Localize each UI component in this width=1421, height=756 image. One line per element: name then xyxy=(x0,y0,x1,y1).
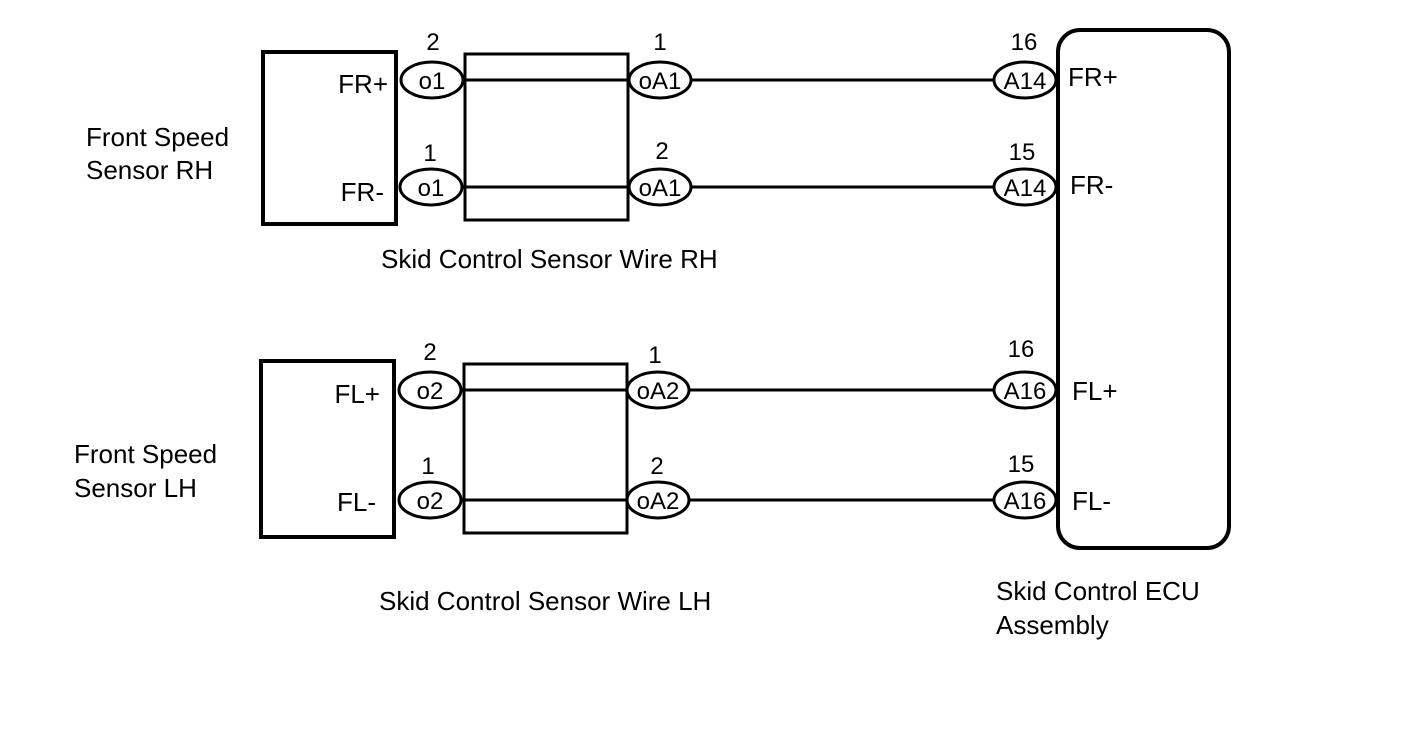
sensor-rh-label-line2: Sensor RH xyxy=(86,155,213,185)
ecu-label-line2: Assembly xyxy=(996,610,1109,640)
wire-pin-number: 1 xyxy=(653,29,666,56)
ecu-label-line1: Skid Control ECU xyxy=(996,576,1200,606)
sensor-wire-rh-label: Skid Control Sensor Wire RH xyxy=(381,244,718,274)
wire-connector-label: oA2 xyxy=(637,378,680,405)
sensor-connector-label: o1 xyxy=(419,68,446,95)
wire-connector-label: oA2 xyxy=(637,488,680,515)
wire-connector xyxy=(627,60,693,100)
sensor-connector-label: o2 xyxy=(417,488,444,515)
ecu-connector-label: A14 xyxy=(1004,175,1047,202)
ecu-connector-label: A16 xyxy=(1004,488,1047,515)
sensor-pin-number: 2 xyxy=(426,29,439,56)
wire-pin-number: 2 xyxy=(655,138,668,165)
ecu-connector xyxy=(992,60,1058,100)
ecu-terminal-label: FL- xyxy=(1072,486,1111,516)
sensor-wire-lh: Skid Control Sensor Wire LH xyxy=(379,362,711,616)
sensor-lh-box xyxy=(259,359,396,539)
sensor-rh-terminal-neg: FR- xyxy=(341,177,384,207)
ecu-connector xyxy=(992,370,1058,410)
sensor-pin-number: 1 xyxy=(421,453,434,480)
sensor-connector xyxy=(397,480,463,520)
sensor-wire-rh: Skid Control Sensor Wire RH xyxy=(381,52,718,274)
sensor-connector xyxy=(397,370,463,410)
ecu-terminal-label: FR- xyxy=(1070,170,1113,200)
wire-connector xyxy=(625,370,691,410)
ecu-connector-label: A16 xyxy=(1004,378,1047,405)
sensor-wire-lh-label: Skid Control Sensor Wire LH xyxy=(379,586,711,616)
wire-connector-label: oA1 xyxy=(639,175,682,202)
wire-connector-label: oA1 xyxy=(639,68,682,95)
circuit-fr-minus: o1 1 oA1 2 A14 15 FR- xyxy=(398,138,1113,207)
sensor-connector-label: o2 xyxy=(417,378,444,405)
sensor-lh-label-line1: Front Speed xyxy=(74,439,217,469)
sensor-rh-box xyxy=(261,50,398,226)
ecu-connector xyxy=(992,167,1058,207)
sensor-connector xyxy=(399,60,465,100)
sensor-rh-terminal-pos: FR+ xyxy=(338,69,388,99)
ecu-terminal-label: FR+ xyxy=(1068,62,1118,92)
sensor-connector-label: o1 xyxy=(418,175,445,202)
front-speed-sensor-lh: Front Speed Sensor LH FL+ FL- xyxy=(74,359,396,539)
ecu-box xyxy=(1056,28,1231,550)
circuit-fr-plus: o1 2 oA1 1 A14 16 FR+ xyxy=(399,29,1118,100)
sensor-wire-lh-box xyxy=(462,362,629,535)
sensor-pin-number: 2 xyxy=(423,339,436,366)
wire-connector xyxy=(625,480,691,520)
sensor-rh-label-line1: Front Speed xyxy=(86,122,229,152)
ecu-pin-number: 15 xyxy=(1008,451,1035,478)
sensor-wire-rh-box xyxy=(463,52,630,222)
sensor-pin-number: 1 xyxy=(423,140,436,167)
ecu-connector xyxy=(992,480,1058,520)
wire-connector xyxy=(627,167,693,207)
sensor-lh-label-line2: Sensor LH xyxy=(74,473,197,503)
ecu-pin-number: 16 xyxy=(1008,336,1035,363)
front-speed-sensor-rh: Front Speed Sensor RH FR+ FR- xyxy=(86,50,398,226)
circuit-fl-minus: o2 1 oA2 2 A16 15 FL- xyxy=(397,451,1111,520)
ecu-pin-number: 15 xyxy=(1009,139,1036,166)
wire-pin-number: 2 xyxy=(650,453,663,480)
skid-control-ecu: Skid Control ECU Assembly xyxy=(996,28,1231,640)
ecu-connector-label: A14 xyxy=(1004,68,1047,95)
sensor-lh-terminal-neg: FL- xyxy=(337,487,376,517)
sensor-connector xyxy=(398,167,464,207)
circuit-fl-plus: o2 2 oA2 1 A16 16 FL+ xyxy=(397,336,1118,410)
sensor-lh-terminal-pos: FL+ xyxy=(334,379,380,409)
wire-pin-number: 1 xyxy=(648,342,661,369)
ecu-pin-number: 16 xyxy=(1011,29,1038,56)
ecu-terminal-label: FL+ xyxy=(1072,376,1118,406)
